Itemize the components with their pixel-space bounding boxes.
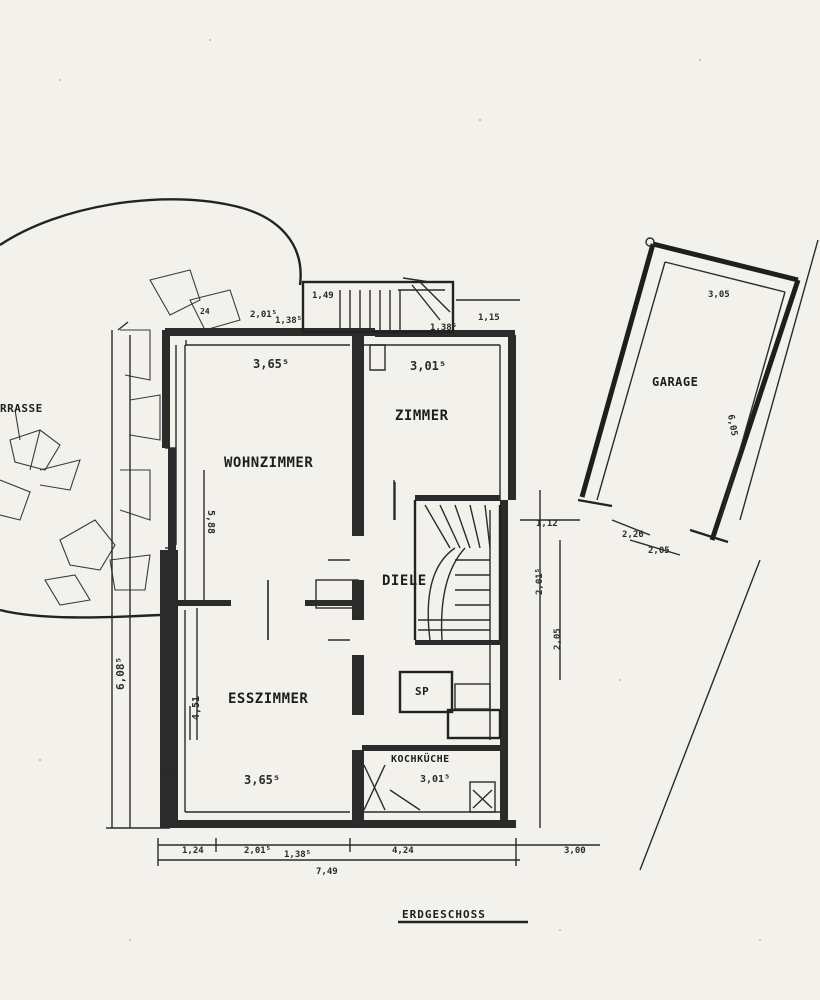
dim-top-2: 1,38⁵ xyxy=(430,323,457,333)
dim-bottom-total: 7,49 xyxy=(316,867,338,877)
dim-stair-b: 2,05 xyxy=(553,628,563,650)
dim-wall-24: 24 xyxy=(200,307,210,316)
dim-garage-side-a: 2,26 xyxy=(622,530,644,540)
house-outer-walls xyxy=(160,328,516,828)
dim-bottom-3: 1,38⁵ xyxy=(284,850,311,860)
interior-stair xyxy=(413,500,502,641)
dim-bottom-1: 1,24 xyxy=(182,846,204,856)
dim-wohn-height: 5,88 xyxy=(205,510,216,534)
dimension-lines xyxy=(106,299,681,866)
room-label-kochkueche: KOCHKÜCHE xyxy=(391,751,450,765)
dim-wall-30: 30 xyxy=(163,769,173,778)
dim-garage-length: 6,05 xyxy=(725,414,739,437)
dim-bottom-4: 4,24 xyxy=(392,846,414,856)
room-label-esszimmer: ESSZIMMER xyxy=(228,691,308,707)
dim-garage-width: 3,05 xyxy=(708,290,730,300)
wall-detail-lines xyxy=(165,340,501,813)
dim-wohn-width: 3,65⁵ xyxy=(253,357,289,371)
room-label-wohnzimmer: WOHNZIMMER xyxy=(224,455,313,471)
dim-top-left-b: 1,38⁵ xyxy=(275,316,302,326)
dim-zimmer-width: 3,01⁵ xyxy=(410,359,446,373)
dim-ess-height: 4,51 xyxy=(191,696,202,720)
room-label-zimmer: ZIMMER xyxy=(395,408,449,424)
dim-garage-side-b: 2,05 xyxy=(648,546,670,556)
room-label-garage: GARAGE xyxy=(652,375,698,389)
dim-top-1: 1,49 xyxy=(312,291,334,301)
terrace-label: RRASSE xyxy=(0,402,43,415)
upper-stair-block xyxy=(301,277,455,334)
house-inner-walls xyxy=(176,336,507,825)
room-label-speisekammer: SP xyxy=(415,685,429,698)
terrace-area xyxy=(0,198,302,619)
plan-title: ERDGESCHOSS xyxy=(402,908,486,921)
site-lines xyxy=(639,239,819,871)
room-label-diele: DIELE xyxy=(382,573,427,589)
dim-right-1: 1,12 xyxy=(536,519,558,529)
dim-top-3: 1,15 xyxy=(478,313,500,323)
garage xyxy=(577,237,801,544)
dim-ess-width: 3,65⁵ xyxy=(244,773,280,787)
paper-texture xyxy=(39,39,761,941)
dim-left-total: 6,08⁵ xyxy=(114,657,127,690)
dim-kueche-width: 3,01⁵ xyxy=(420,774,450,785)
dim-bottom-2: 2,01⁵ xyxy=(244,846,271,856)
service-rooms xyxy=(315,344,502,813)
dim-stair-a: 2,01⁵ xyxy=(535,568,545,595)
dim-bottom-5: 3,00 xyxy=(564,846,586,856)
dim-top-left-a: 2,01⁵ xyxy=(250,310,277,320)
door-markers xyxy=(267,480,395,641)
